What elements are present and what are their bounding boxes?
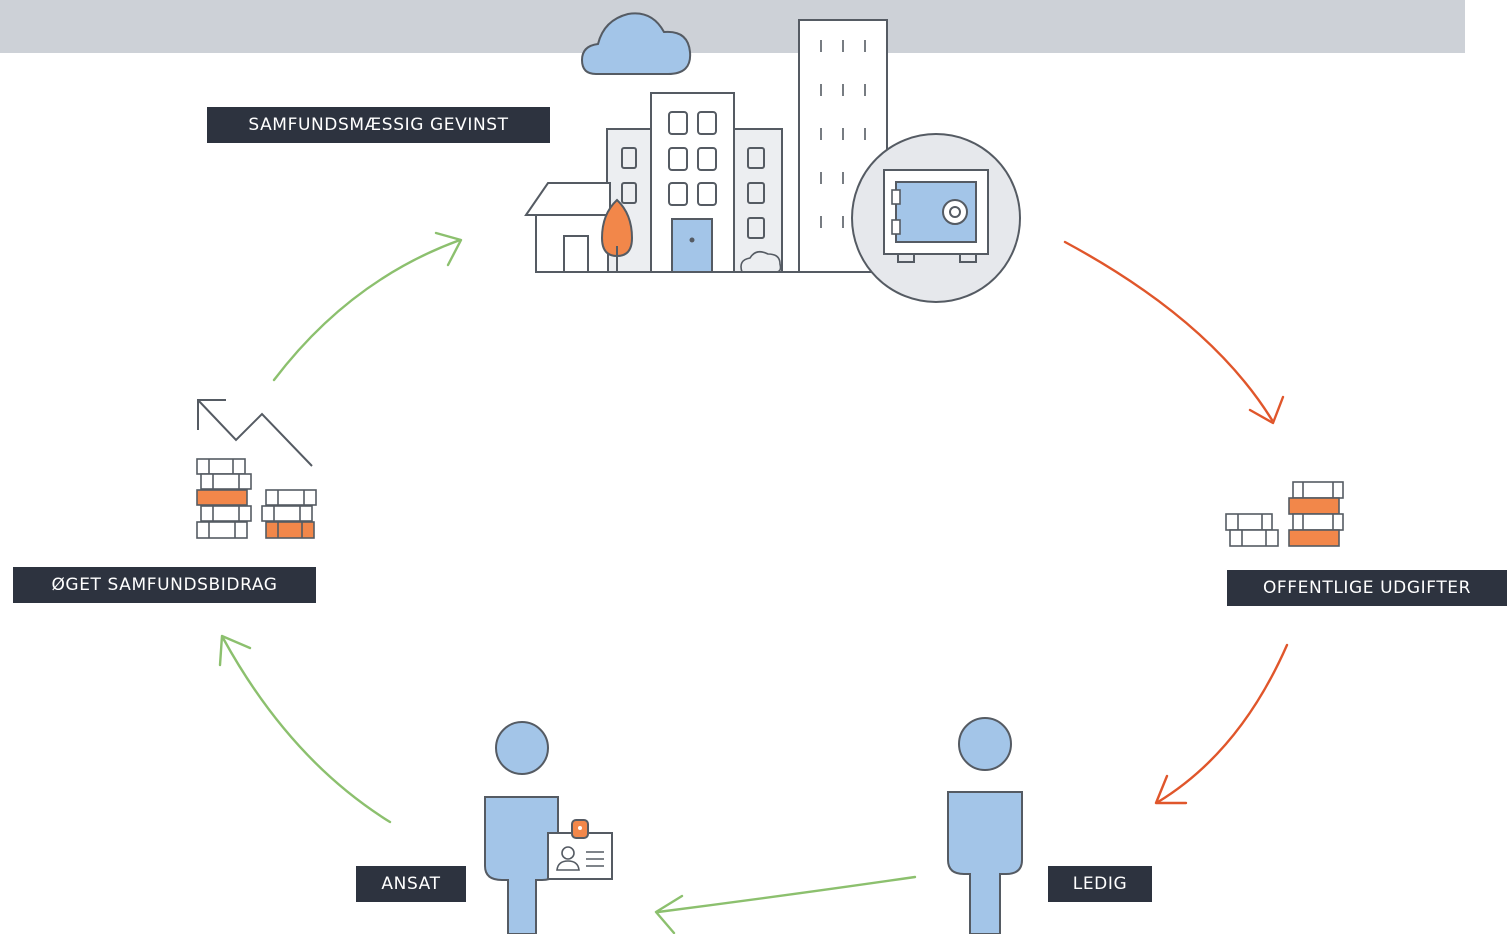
label-employed: ANSAT [356, 866, 466, 902]
person-icon [947, 717, 1023, 934]
label-public-expenses: OFFENTLIGE UDGIFTER [1227, 570, 1507, 606]
id-badge-icon [547, 819, 613, 880]
person-icon [484, 721, 559, 934]
cloud-icon [580, 12, 692, 75]
header-band [0, 0, 1465, 53]
cycle-arrows [218, 231, 1289, 934]
coin-stacks-icon [196, 458, 317, 539]
safe-icon [851, 133, 1021, 303]
trend-arrow-icon [197, 399, 313, 467]
city-icon [524, 19, 888, 273]
label-societal-gain: SAMFUNDSMÆSSIG GEVINST [207, 107, 550, 143]
coin-stacks-icon [1225, 481, 1344, 547]
label-increased-contribution: ØGET SAMFUNDSBIDRAG [13, 567, 316, 603]
label-unemployed: LEDIG [1048, 866, 1152, 902]
